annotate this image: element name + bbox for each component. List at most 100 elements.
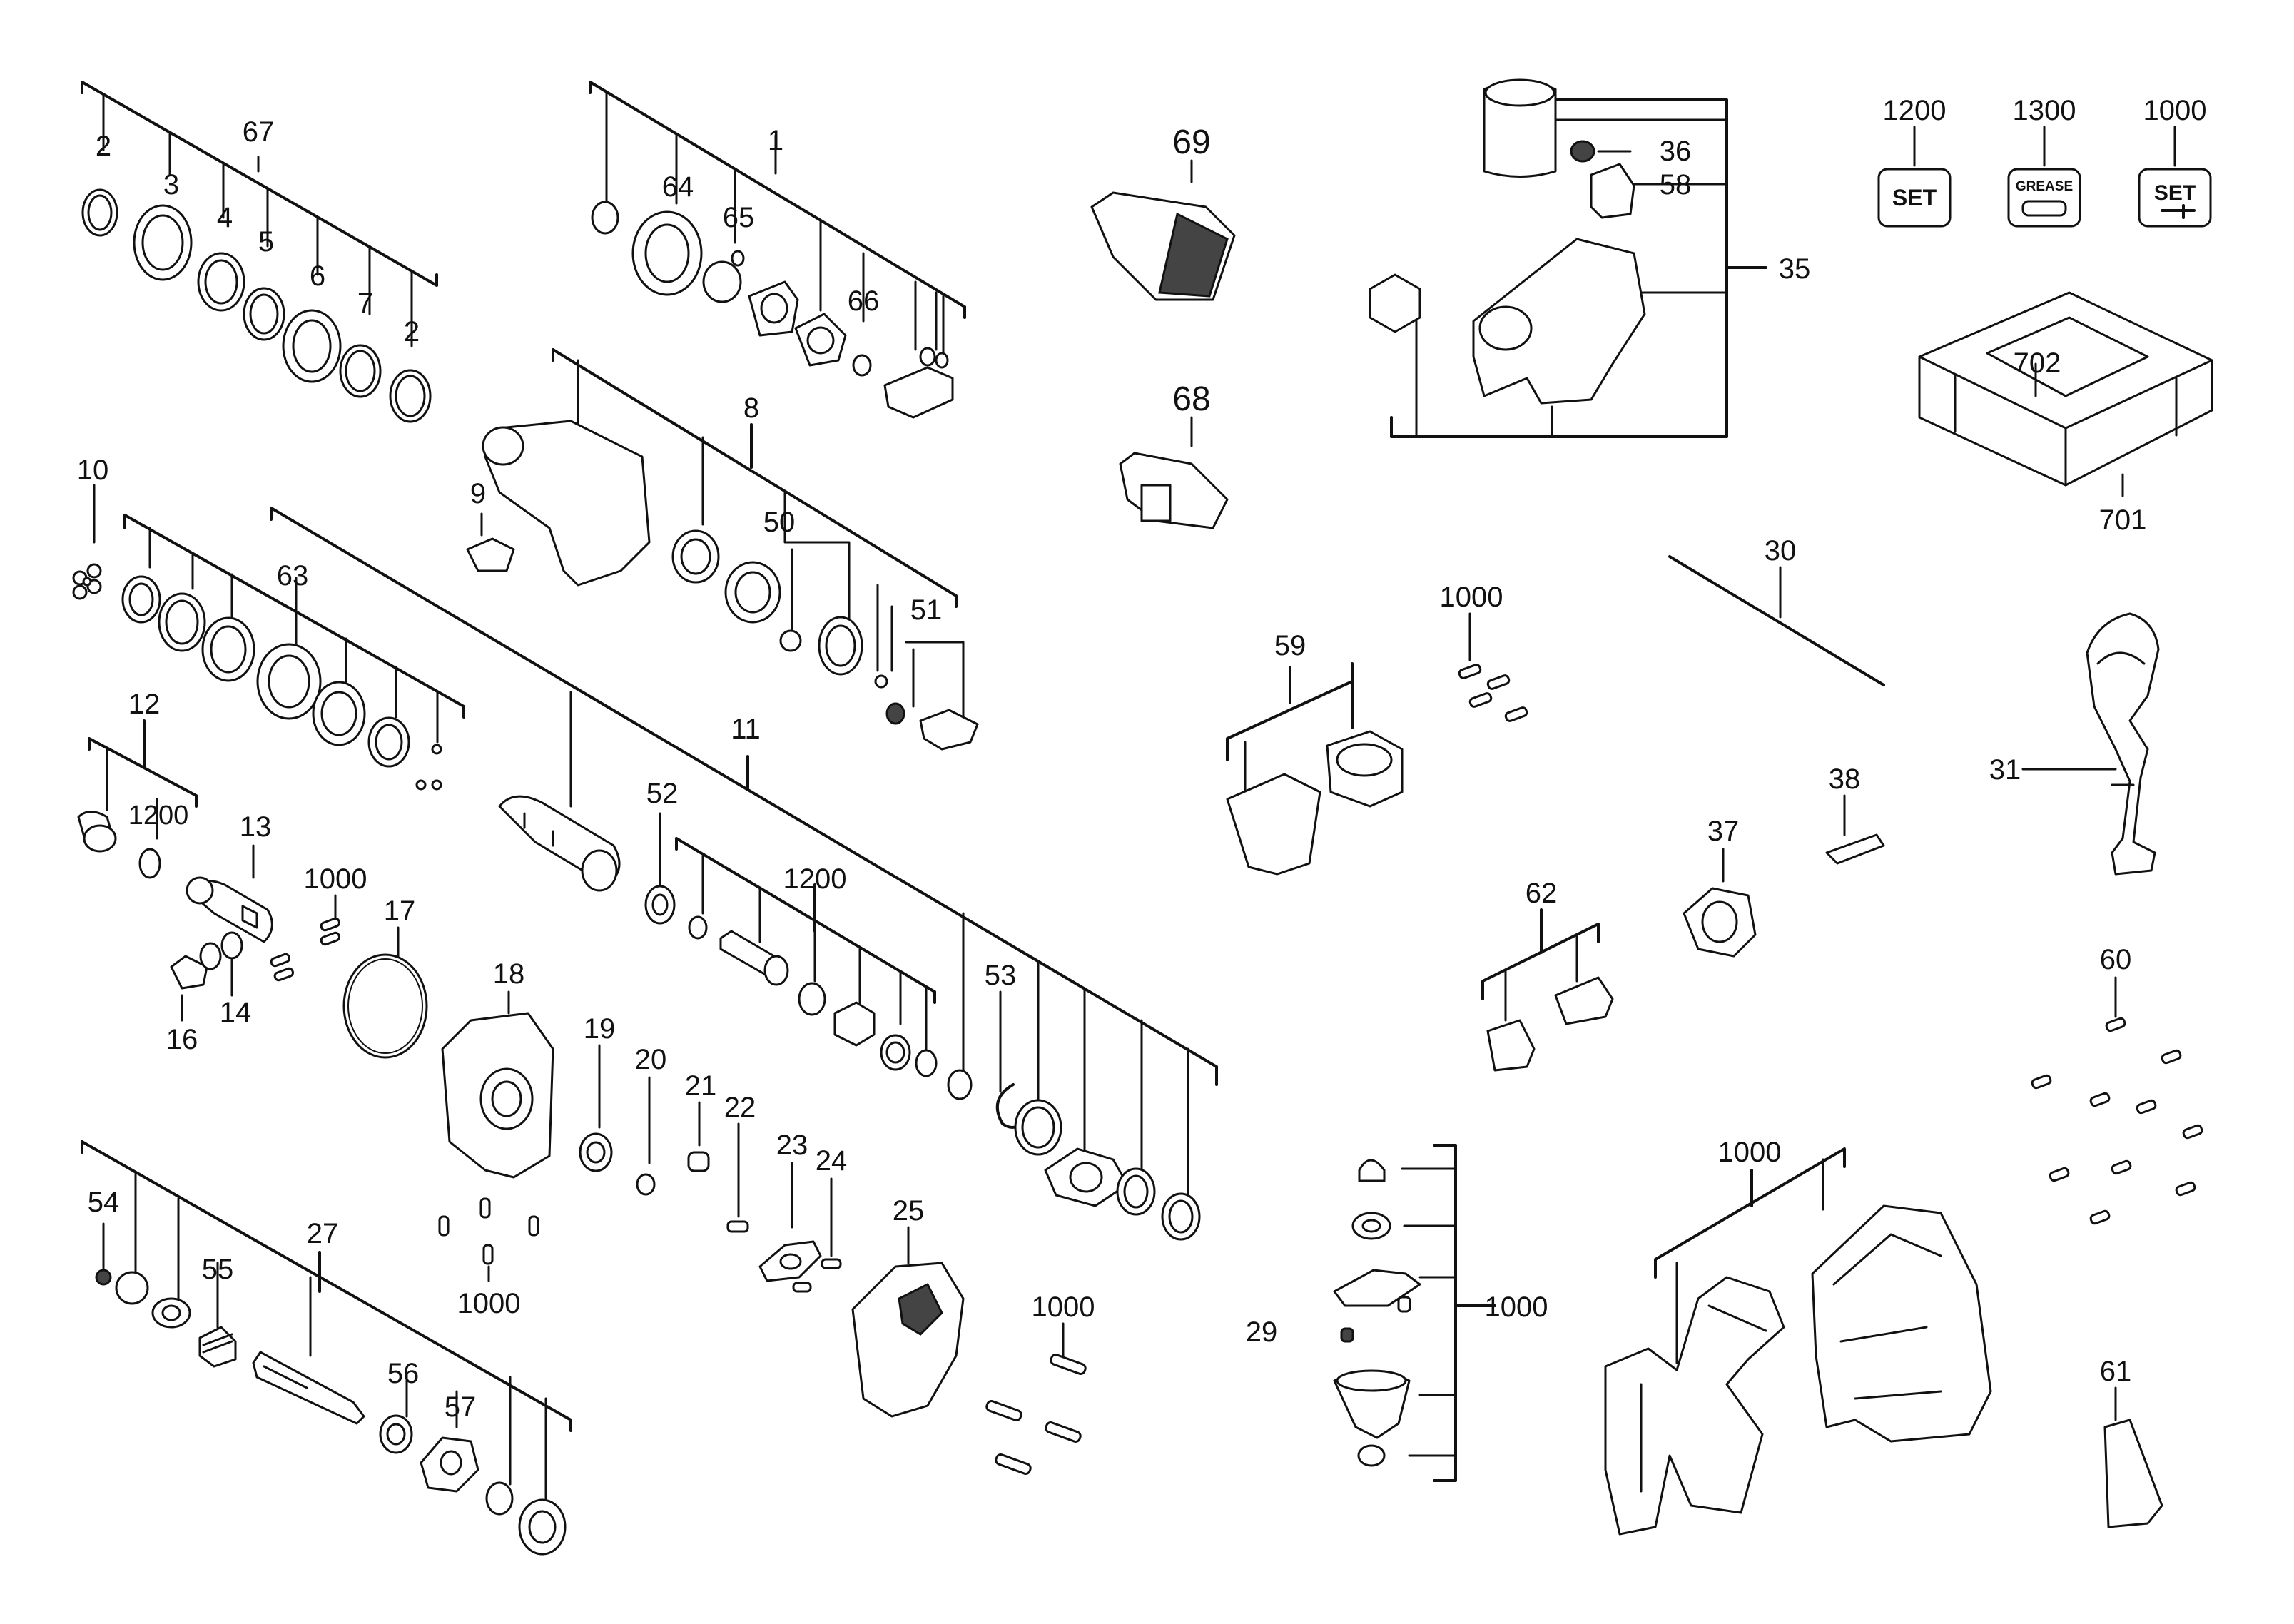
callout-8: 8 [743,392,759,424]
callout-3: 3 [163,169,179,201]
callout-30: 30 [1765,535,1797,567]
callout-56: 56 [387,1358,420,1389]
group-29: 1000 29 [1246,1144,1548,1482]
group-27: 54 27 55 56 57 [81,1140,572,1556]
callout-23: 23 [776,1130,808,1161]
callout-1: 1 [768,125,783,156]
group-35: 36 58 35 [1369,78,1811,438]
callout-36: 36 [1660,136,1692,167]
callout-1300-grease: 1300 [2013,95,2076,126]
callout-66: 66 [848,285,880,317]
part-38: 38 [1825,763,1885,865]
callout-55: 55 [202,1254,234,1285]
group-59: 59 [1226,630,1404,876]
callout-12: 12 [128,689,161,720]
callout-2-right: 2 [404,316,420,347]
callout-63: 63 [277,560,309,592]
callout-59: 59 [1274,630,1306,661]
callout-61: 61 [2100,1356,2132,1387]
adapter-68: 68 [1119,380,1229,529]
grease-badge-1300-text: GREASE [2016,179,2073,194]
group-52: 52 1200 [644,778,938,1077]
callout-1200-set: 1200 [1883,95,1947,126]
set-badge-1000-text: SET [2154,181,2196,205]
callout-702: 702 [2014,347,2061,379]
callout-1000-right: 60 [2100,944,2132,975]
group-60: 1000 [1604,1137,1992,1536]
callout-37: 37 [1707,816,1740,847]
callout-21: 21 [685,1070,717,1102]
group-12: 12 1200 [77,689,198,879]
carry-case: 702 701 [1918,291,2213,536]
group-13: 13 16 14 [166,811,273,1055]
callout-53: 53 [985,960,1017,991]
callout-18: 18 [493,958,525,990]
callout-27: 27 [307,1218,339,1249]
callout-67: 67 [243,116,275,148]
callout-20: 20 [635,1044,667,1075]
screws-1000-center: 1000 [1440,582,1528,722]
callout-1200-12: 1200 [128,801,189,831]
callout-2: 2 [96,131,111,162]
callout-1000-set: 1000 [2143,95,2207,126]
callout-19: 19 [584,1013,616,1045]
callout-60: 1000 [1718,1137,1782,1168]
callout-54: 54 [88,1187,120,1218]
set-badge-1200-text: SET [1892,185,1937,210]
callout-9: 9 [470,478,486,509]
callout-50: 50 [763,507,796,538]
callout-1000-left: 1000 [304,863,367,895]
part-30: 30 [1668,535,1885,686]
callout-31: 31 [1989,754,2021,786]
callout-14: 14 [220,997,252,1028]
callout-7: 7 [357,288,373,319]
callout-51: 51 [910,594,943,626]
part-17: 17 [342,895,428,1059]
parts-19-24: 19 20 21 22 23 24 [579,1013,848,1293]
part-61: 61 [2100,1356,2163,1528]
set-badge-1200 [1877,168,1952,228]
grease-badge-1300 [2007,168,2081,228]
screws-1000-lower: 1000 [438,1197,539,1319]
callout-701: 701 [2099,504,2147,536]
grease-tube-icon [2021,200,2067,217]
callout-1000-29: 29 [1246,1316,1278,1348]
callout-64: 64 [662,171,694,203]
part-25: 25 [851,1195,965,1418]
callout-38: 38 [1829,763,1861,795]
callout-16: 16 [166,1024,198,1055]
callout-57: 57 [445,1391,477,1423]
callout-11: 11 [731,714,761,745]
callout-52: 52 [646,778,679,809]
callout-65: 65 [723,202,755,233]
part-18: 18 [441,958,554,1179]
group-53: 53 [947,912,1201,1241]
callout-1000-center: 1000 [1440,582,1503,613]
callout-1000-mid: 1000 [1032,1291,1095,1323]
chuck-69: 69 [1090,123,1236,301]
screws-1000-mid: 1000 [985,1291,1095,1475]
group-67: 67 2 3 4 5 6 7 2 [81,81,438,423]
callout-5: 5 [258,226,274,258]
callout-1000-lower: 1000 [457,1288,521,1319]
callout-25: 25 [893,1195,925,1227]
callout-58: 58 [1660,169,1692,201]
callout-24: 24 [816,1145,848,1177]
service-badges: 1200 1300 1000 SET GREASE SET [1877,95,2212,228]
callout-29: 1000 [1485,1291,1548,1323]
callout-68: 68 [1172,380,1210,418]
screws-1000-right: 60 [2031,944,2203,1225]
part-37: 37 [1683,816,1757,958]
callout-4: 4 [217,202,233,233]
callout-35: 35 [1779,253,1811,285]
callout-6: 6 [310,260,325,292]
screws-1000-left: 1000 [270,863,367,982]
part-31-side-handle: 31 [1989,612,2160,876]
callout-10: 10 [77,455,109,486]
callout-1200-52: 1200 [783,863,847,895]
group-1: 1 64 65 66 [589,81,966,419]
group-8: 8 9 50 51 [466,348,979,751]
callout-62: 62 [1526,878,1558,909]
